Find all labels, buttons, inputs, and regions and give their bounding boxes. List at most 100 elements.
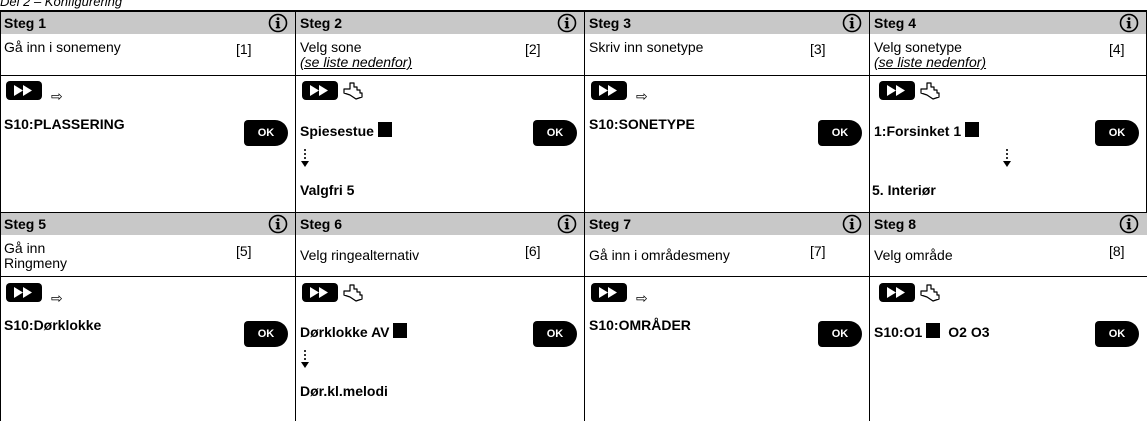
display-text: S10:Dørklokke xyxy=(4,317,101,333)
fast-forward-icon xyxy=(302,81,338,100)
column-divider xyxy=(584,12,585,421)
step-header-bar xyxy=(585,213,870,235)
step-description: Skriv inn sonetype xyxy=(589,40,703,55)
step-header-bar xyxy=(585,12,870,34)
fast-forward-icon xyxy=(591,81,627,100)
cursor-block xyxy=(965,122,980,137)
step-cell: Steg 8 Velg område [8] S10:O1 O2 O3 OK xyxy=(870,213,1147,421)
step-title: Steg 4 xyxy=(874,15,917,31)
step-cell: Steg 2 Velg sone(se liste nedenfor) [2] Spi… xyxy=(296,12,585,213)
ok-button[interactable]: OK xyxy=(818,321,862,347)
display-label: Dørklokke AV xyxy=(300,324,390,340)
info-circle-icon xyxy=(268,214,288,239)
step-title: Steg 7 xyxy=(589,216,632,232)
reference-number: [8] xyxy=(1109,243,1125,259)
description-note: (se liste nedenfor) xyxy=(874,54,987,70)
info-circle-icon xyxy=(1119,214,1139,239)
step-header-bar xyxy=(296,213,585,235)
dotted-down-arrow-icon xyxy=(300,349,310,374)
row-divider xyxy=(296,276,585,277)
right-arrow-icon: ⇨ xyxy=(636,88,648,104)
step-header-bar xyxy=(0,12,296,34)
display-label: 1:Forsinket 1 xyxy=(874,123,962,139)
ok-button[interactable]: OK xyxy=(244,120,288,146)
display-label: S10:Dørklokke xyxy=(4,317,102,333)
right-arrow-icon: ⇨ xyxy=(51,88,63,104)
step-cell: Steg 7 Gå inn i områdesmeny [7] ⇨ S10:OMRÅDE… xyxy=(585,213,870,421)
row-divider xyxy=(585,276,870,277)
step-description: Velg sonetype(se liste nedenfor) xyxy=(874,40,986,70)
scroll-hand-icon xyxy=(342,282,364,307)
step-title: Steg 2 xyxy=(300,15,343,31)
ok-button[interactable]: OK xyxy=(1095,120,1139,146)
reference-number: [2] xyxy=(525,41,541,57)
ok-button[interactable]: OK xyxy=(818,120,862,146)
description-line: Velg sonetype xyxy=(874,39,962,55)
row-divider xyxy=(870,75,1147,76)
dotted-down-arrow-icon xyxy=(1002,148,1012,173)
step-header-bar xyxy=(870,213,1147,235)
row-border xyxy=(0,212,1147,213)
right-arrow-icon: ⇨ xyxy=(636,290,648,306)
display-label-after: O2 O3 xyxy=(948,324,990,340)
info-circle-icon xyxy=(268,13,288,38)
row-divider xyxy=(585,75,870,76)
display-text: S10:O1 O2 O3 xyxy=(874,323,990,340)
step-title: Steg 3 xyxy=(589,15,632,31)
next-value: 5. Interiør xyxy=(872,182,936,198)
dotted-down-arrow-icon xyxy=(300,148,310,173)
ok-button[interactable]: OK xyxy=(244,321,288,347)
step-description: Velg ringealternativ xyxy=(300,248,419,263)
border-line xyxy=(0,213,1,421)
section-header: Del 2 – Konfigurering xyxy=(0,0,123,9)
description-note: (se liste nedenfor) xyxy=(300,54,413,70)
reference-number: [5] xyxy=(236,243,252,259)
scroll-hand-icon xyxy=(342,80,364,105)
scroll-hand-icon xyxy=(919,80,941,105)
step-description: Gå inn i områdesmeny xyxy=(589,248,730,263)
step-description: Gå inn i sonemeny xyxy=(4,40,121,55)
step-header-bar xyxy=(870,12,1147,34)
step-title: Steg 1 xyxy=(4,15,47,31)
next-value: Dør.kl.melodi xyxy=(300,383,388,399)
reference-number: [4] xyxy=(1109,41,1125,57)
ok-button[interactable]: OK xyxy=(533,120,577,146)
display-label: S10:O1 xyxy=(874,324,923,340)
fast-forward-icon xyxy=(302,283,338,302)
display-text: S10:SONETYPE xyxy=(589,116,695,132)
scroll-hand-icon xyxy=(919,282,941,307)
description-line: Velg område xyxy=(874,247,953,263)
row-divider xyxy=(0,276,296,277)
step-description: Velg sone(se liste nedenfor) xyxy=(300,40,412,70)
display-text: 1:Forsinket 1 xyxy=(874,122,980,139)
ok-button[interactable]: OK xyxy=(1095,321,1139,347)
display-text: S10:OMRÅDER xyxy=(589,317,691,333)
row-divider xyxy=(870,276,1147,277)
cursor-block xyxy=(377,122,392,137)
fast-forward-icon xyxy=(6,283,42,302)
display-label: S10:OMRÅDER xyxy=(589,317,691,333)
reference-number: [7] xyxy=(810,243,826,259)
info-circle-icon xyxy=(557,214,577,239)
display-text: Dørklokke AV xyxy=(300,323,408,340)
info-circle-icon xyxy=(1119,13,1139,38)
row-divider xyxy=(296,75,585,76)
description-line: Velg sone xyxy=(300,39,362,55)
reference-number: [6] xyxy=(525,243,541,259)
row-divider xyxy=(0,75,296,76)
step-cell: Steg 4 Velg sonetype(se liste nedenfor) [4… xyxy=(870,12,1147,213)
step-title: Steg 8 xyxy=(874,216,917,232)
fast-forward-icon xyxy=(879,283,915,302)
display-text: Spiesestue xyxy=(300,122,392,139)
fast-forward-icon xyxy=(591,283,627,302)
column-divider xyxy=(295,12,296,421)
cursor-block xyxy=(393,323,408,338)
description-line: Gå inn xyxy=(4,240,46,256)
next-value: Valgfri 5 xyxy=(300,182,355,198)
display-label: S10:SONETYPE xyxy=(589,116,695,132)
ok-button[interactable]: OK xyxy=(533,321,577,347)
